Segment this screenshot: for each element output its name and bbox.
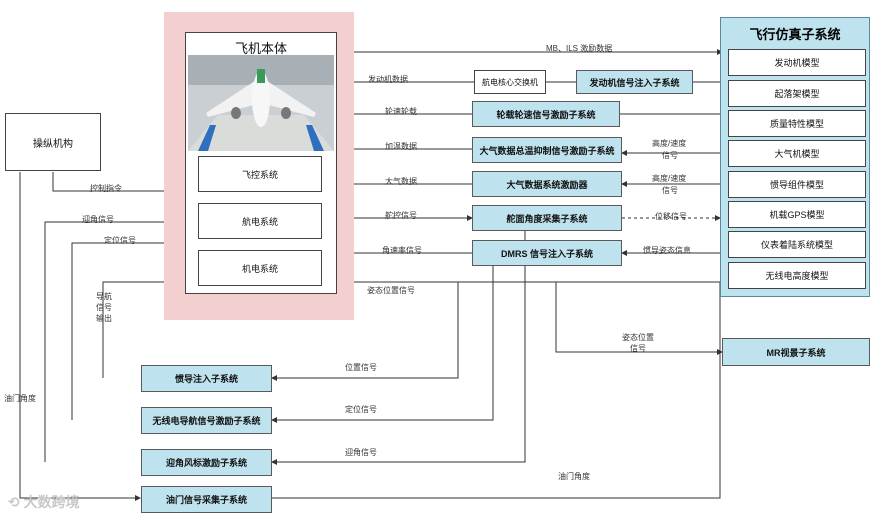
throttle-box: 油门信号采集子系统: [141, 486, 272, 513]
label-pos: 定位信号: [104, 236, 136, 245]
label-attitude-pos: 姿态位置信号: [367, 286, 415, 295]
watermark: ⟲ 大数跨境: [8, 492, 80, 512]
label-displacement: 位移信号: [655, 212, 687, 221]
sim-model-air: 大气机模型: [728, 140, 866, 167]
air-temp-box: 大气数据总温抑制信号激励子系统: [472, 137, 622, 163]
label-pos-signal-2: 定位信号: [345, 405, 377, 414]
label-control-cmd: 控制指令: [90, 184, 122, 193]
watermark-text: 大数跨境: [23, 494, 80, 510]
label-air-data: 大气数据: [385, 177, 417, 186]
label-rudder-signal: 舵控信号: [385, 211, 417, 220]
label-nav-2: 信号: [96, 303, 112, 312]
ins-inject-box: 惯导注入子系统: [141, 365, 272, 392]
label-attitude-pos-2b: 信号: [630, 344, 646, 353]
rudder-box: 舵面角度采集子系统: [472, 205, 622, 231]
mr-vision-box: MR视景子系统: [722, 338, 870, 366]
flight-sim-title: 飞行仿真子系统: [749, 27, 841, 42]
control-mechanism-box: 操纵机构: [5, 113, 101, 171]
label-aoa: 迎角信号: [82, 215, 114, 224]
label-wheel-load: 轮速轮载: [385, 107, 417, 116]
label-ins-attitude: 惯导姿态信息: [643, 246, 691, 255]
label-heating: 加温数据: [385, 142, 417, 151]
aircraft-title: 飞机本体: [234, 41, 287, 56]
avionics-switch-box: 航电核心交换机: [474, 70, 546, 94]
wheel-speed-box: 轮载轮速信号激励子系统: [472, 101, 620, 127]
sim-model-ils: 仪表着陆系统模型: [728, 231, 866, 258]
sim-model-engine: 发动机模型: [728, 49, 866, 76]
sim-model-landing-gear: 起落架模型: [728, 80, 866, 107]
label-nav-1: 导航: [96, 292, 112, 301]
flight-control-system: 飞控系统: [198, 156, 322, 192]
label-aoa-signal-2: 迎角信号: [345, 448, 377, 457]
label-position-signal: 位置信号: [345, 363, 377, 372]
label-throttle-angle: 油门角度: [4, 394, 36, 403]
air-data-box: 大气数据系统激励器: [472, 171, 622, 197]
watermark-logo-icon: ⟲: [8, 494, 20, 510]
label-throttle-angle-2: 油门角度: [558, 472, 590, 481]
label-alt-speed-2b: 信号: [662, 186, 678, 195]
label-engine-data: 发动机数据: [368, 75, 408, 84]
avionics-system: 航电系统: [198, 203, 322, 239]
sim-model-ins: 惯导组件模型: [728, 171, 866, 198]
label-mb-ils: MB、ILS 激励数据: [546, 44, 613, 53]
sim-model-mass: 质量特性模型: [728, 110, 866, 137]
label-nav-3: 输出: [96, 314, 112, 323]
label-alt-speed-1b: 信号: [662, 151, 678, 160]
label-angular-rate: 角速率信号: [382, 246, 422, 255]
label-alt-speed-2a: 高度/速度: [652, 174, 687, 183]
radio-nav-box: 无线电导航信号激励子系统: [141, 407, 272, 434]
engine-inject-box: 发动机信号注入子系统: [576, 70, 693, 94]
dmrs-box: DMRS 信号注入子系统: [472, 240, 622, 266]
sim-model-gps: 机载GPS模型: [728, 201, 866, 228]
aircraft-photo: [188, 55, 334, 151]
electromech-system: 机电系统: [198, 250, 322, 286]
label-attitude-pos-2a: 姿态位置: [622, 333, 654, 342]
sim-model-radio-alt: 无线电高度模型: [728, 262, 866, 289]
label-alt-speed-1a: 高度/速度: [652, 139, 687, 148]
aoa-vane-box: 迎角风标激励子系统: [141, 449, 272, 476]
